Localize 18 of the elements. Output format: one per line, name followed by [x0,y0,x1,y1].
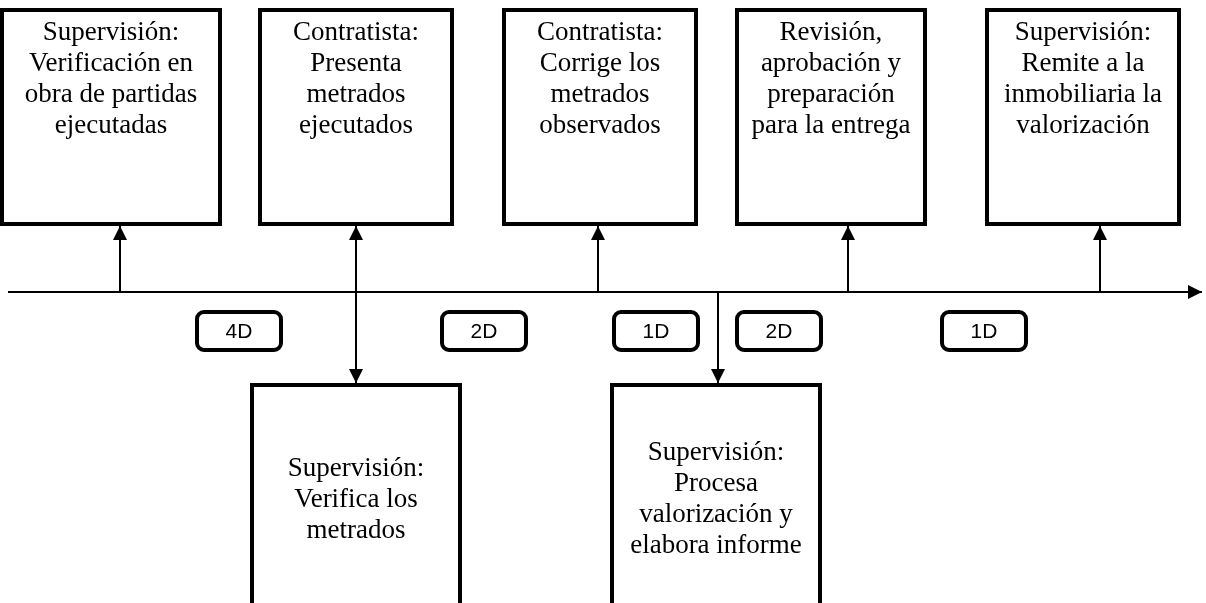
arrow [841,225,855,293]
process-box: Supervisión: Procesa valorización y elabora informe [610,383,822,603]
arrow [113,225,127,293]
duration-box: 2D [735,310,823,352]
duration-box: 1D [612,310,700,352]
duration-box: 4D [195,310,283,352]
process-box: Revisión, aprobación y preparación para la entrega [735,8,927,226]
arrow [711,291,725,384]
process-box: Supervisión: Remite a la inmobiliaria la valorización [985,8,1181,226]
process-box: Contratista: Corrige los metrados observados [502,8,698,226]
duration-box: 1D [940,310,1028,352]
process-box: Supervisión: Verificación en obra de partidas ejecutadas [0,8,222,226]
process-box: Supervisión: Verifica los metrados [250,383,462,603]
process-box: Contratista: Presenta metrados ejecutados [258,8,454,226]
arrow [1093,225,1107,293]
arrow [349,225,363,384]
duration-box: 2D [440,310,528,352]
arrow [591,225,605,293]
